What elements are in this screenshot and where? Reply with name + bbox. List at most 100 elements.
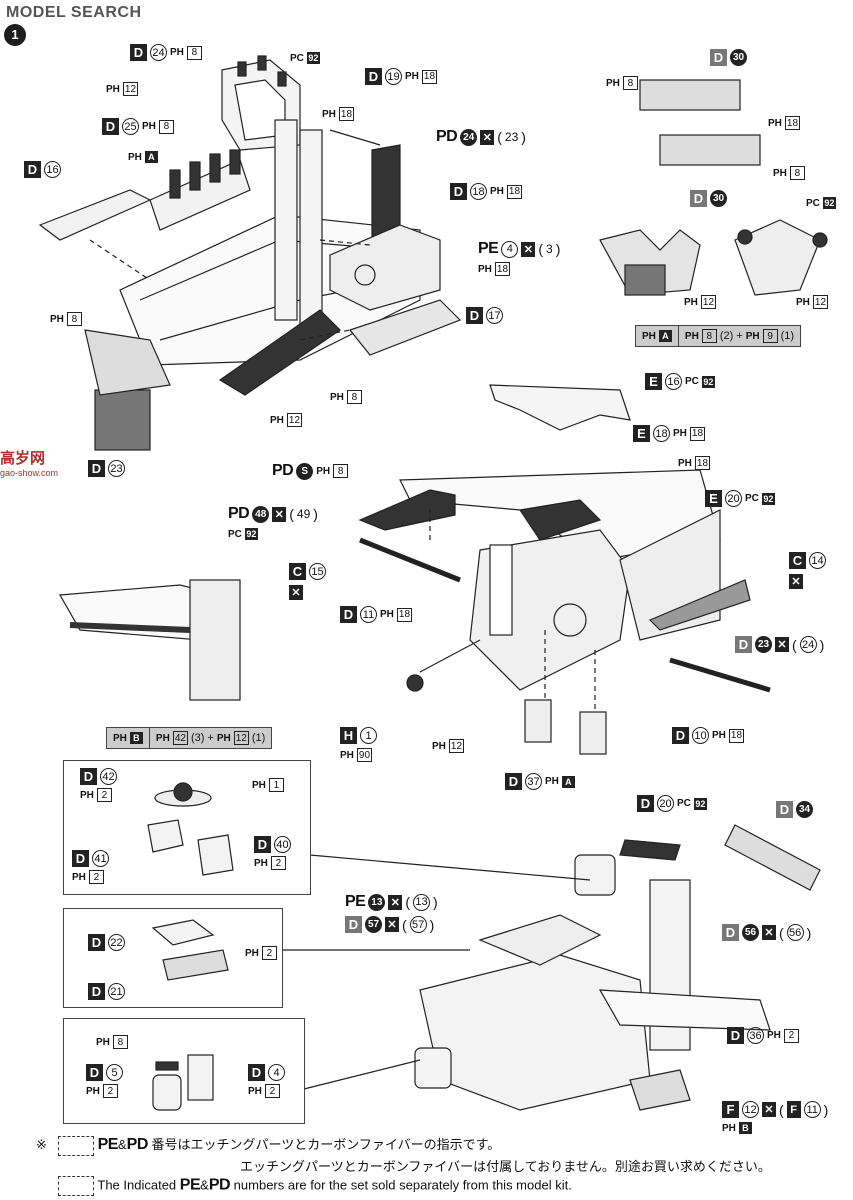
footer-note-jp1: PE&PD 番号はエッチングパーツとカーボンファイバーの指示です。 — [58, 1134, 500, 1156]
side-pod-part — [218, 309, 341, 396]
side-view-engine — [59, 579, 241, 701]
driveshaft-d11 — [359, 537, 461, 583]
intake-trumpets-part — [149, 149, 251, 231]
driveshaft-d10 — [669, 657, 771, 693]
radiator-part — [371, 144, 401, 241]
cylinder-heads-d30 — [639, 79, 761, 166]
header: MODEL SEARCH 1 — [0, 0, 853, 46]
footer-jp-line2: エッチングパーツとカーボンファイバーは付属しておりません。別途お買い求めください… — [240, 1159, 771, 1174]
dashed-box-icon — [58, 1176, 94, 1196]
floor-panel-pd48 — [358, 489, 456, 531]
damper-h1 — [406, 674, 424, 692]
note-mark: ※ — [36, 1137, 47, 1152]
gearbox-part-top — [329, 224, 441, 311]
diffuser-fin-c14 — [648, 579, 751, 631]
intake-airbox-part — [221, 55, 301, 151]
label-c15-x: ✕ — [289, 585, 303, 600]
engine-block-d23 — [84, 329, 171, 451]
engine-final-assembly — [414, 854, 771, 1111]
step-number-badge: 1 — [4, 24, 26, 46]
rail-part-d16 — [38, 189, 152, 241]
watermark-line1: 高岁网 — [0, 450, 46, 467]
assembly-diagram — [38, 55, 828, 1111]
footer-jp-line1: 番号はエッチングパーツとカーボンファイバーの指示です。 — [151, 1137, 501, 1152]
label-c14-x: ✕ — [789, 574, 803, 589]
dashed-box-icon — [58, 1135, 94, 1156]
site-logo-text: MODEL SEARCH — [6, 4, 142, 21]
cylinder-head-d17 — [348, 299, 462, 356]
engine-view-right — [734, 219, 828, 296]
footer-note-en: The Indicated PE&PD numbers are for the … — [58, 1176, 572, 1196]
engine-view-left — [599, 229, 701, 296]
watermark-line2: gao-show.com — [0, 468, 59, 478]
detail-parts — [147, 782, 234, 1111]
springs-d37 — [524, 699, 607, 755]
rear-wing-e16 — [489, 384, 631, 431]
watermark: 高岁网 gao-show.com — [0, 447, 60, 478]
